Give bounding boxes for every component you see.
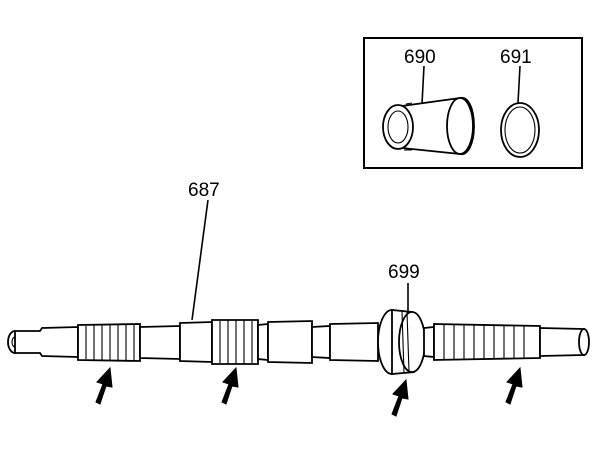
leader-690 [421,65,425,105]
lube-arrow-4 [505,366,523,405]
inset-panel: 690 691 [363,37,583,169]
leader-691 [517,65,521,104]
lube-arrow-1 [95,366,113,405]
mainshaft-687 [7,199,590,375]
lube-arrow-3 [391,378,409,417]
leader-687 [191,199,209,321]
callout-690: 690 [404,47,436,68]
callout-687: 687 [188,180,220,201]
ring-691 [500,65,540,158]
bushing-690 [382,65,475,155]
callout-699: 699 [388,262,420,283]
callout-691: 691 [500,47,532,68]
lube-arrow-2 [221,366,239,405]
gear-699 [377,283,435,375]
